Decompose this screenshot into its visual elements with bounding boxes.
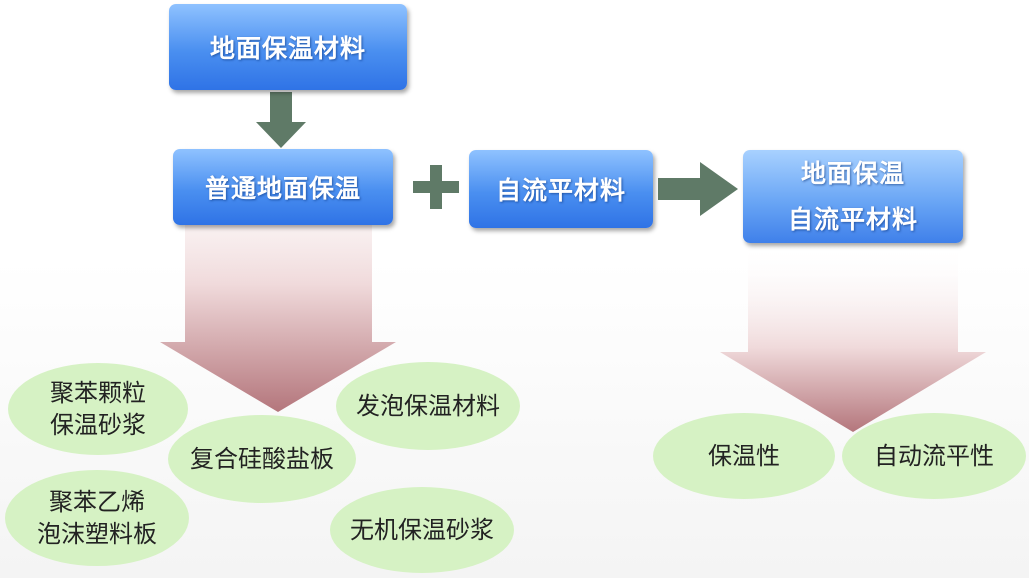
item-line: 泡沫塑料板 <box>37 520 157 548</box>
item-line: 保温性 <box>708 442 780 470</box>
middle-box-label: 自流平材料 <box>495 176 626 205</box>
item-polystyrene-foam-board: 聚苯乙烯 泡沫塑料板 <box>5 470 189 566</box>
item-self-leveling: 自动流平性 <box>842 413 1026 499</box>
item-line: 保温砂浆 <box>50 411 146 439</box>
left-box: 普通地面保温 <box>173 149 393 225</box>
middle-box: 自流平材料 <box>469 150 653 228</box>
item-thermal-insulation: 保温性 <box>653 413 835 499</box>
title-box: 地面保温材料 <box>169 4 407 90</box>
item-inorganic-mortar: 无机保温砂浆 <box>330 487 514 573</box>
result-box-line-1: 地面保温 <box>800 158 905 188</box>
down-arrow <box>256 92 306 148</box>
right-funnel-arrow <box>720 244 986 432</box>
item-line: 发泡保温材料 <box>356 392 500 420</box>
right-arrow <box>658 162 738 216</box>
result-box: 地面保温 自流平材料 <box>743 150 963 243</box>
item-composite-silicate-board: 复合硅酸盐板 <box>168 415 356 503</box>
item-foam-insulation: 发泡保温材料 <box>336 362 520 450</box>
item-line: 聚苯乙烯 <box>49 488 145 516</box>
left-box-label: 普通地面保温 <box>204 174 361 203</box>
item-line: 复合硅酸盐板 <box>190 445 334 473</box>
item-polystyrene-granule-mortar: 聚苯颗粒 保温砂浆 <box>8 363 188 455</box>
item-line: 自动流平性 <box>874 442 994 470</box>
plus-icon <box>413 165 459 209</box>
item-line: 无机保温砂浆 <box>350 516 494 544</box>
result-box-line-2: 自流平材料 <box>787 204 918 234</box>
title-box-label: 地面保温材料 <box>209 34 366 63</box>
item-line: 聚苯颗粒 <box>50 379 146 407</box>
